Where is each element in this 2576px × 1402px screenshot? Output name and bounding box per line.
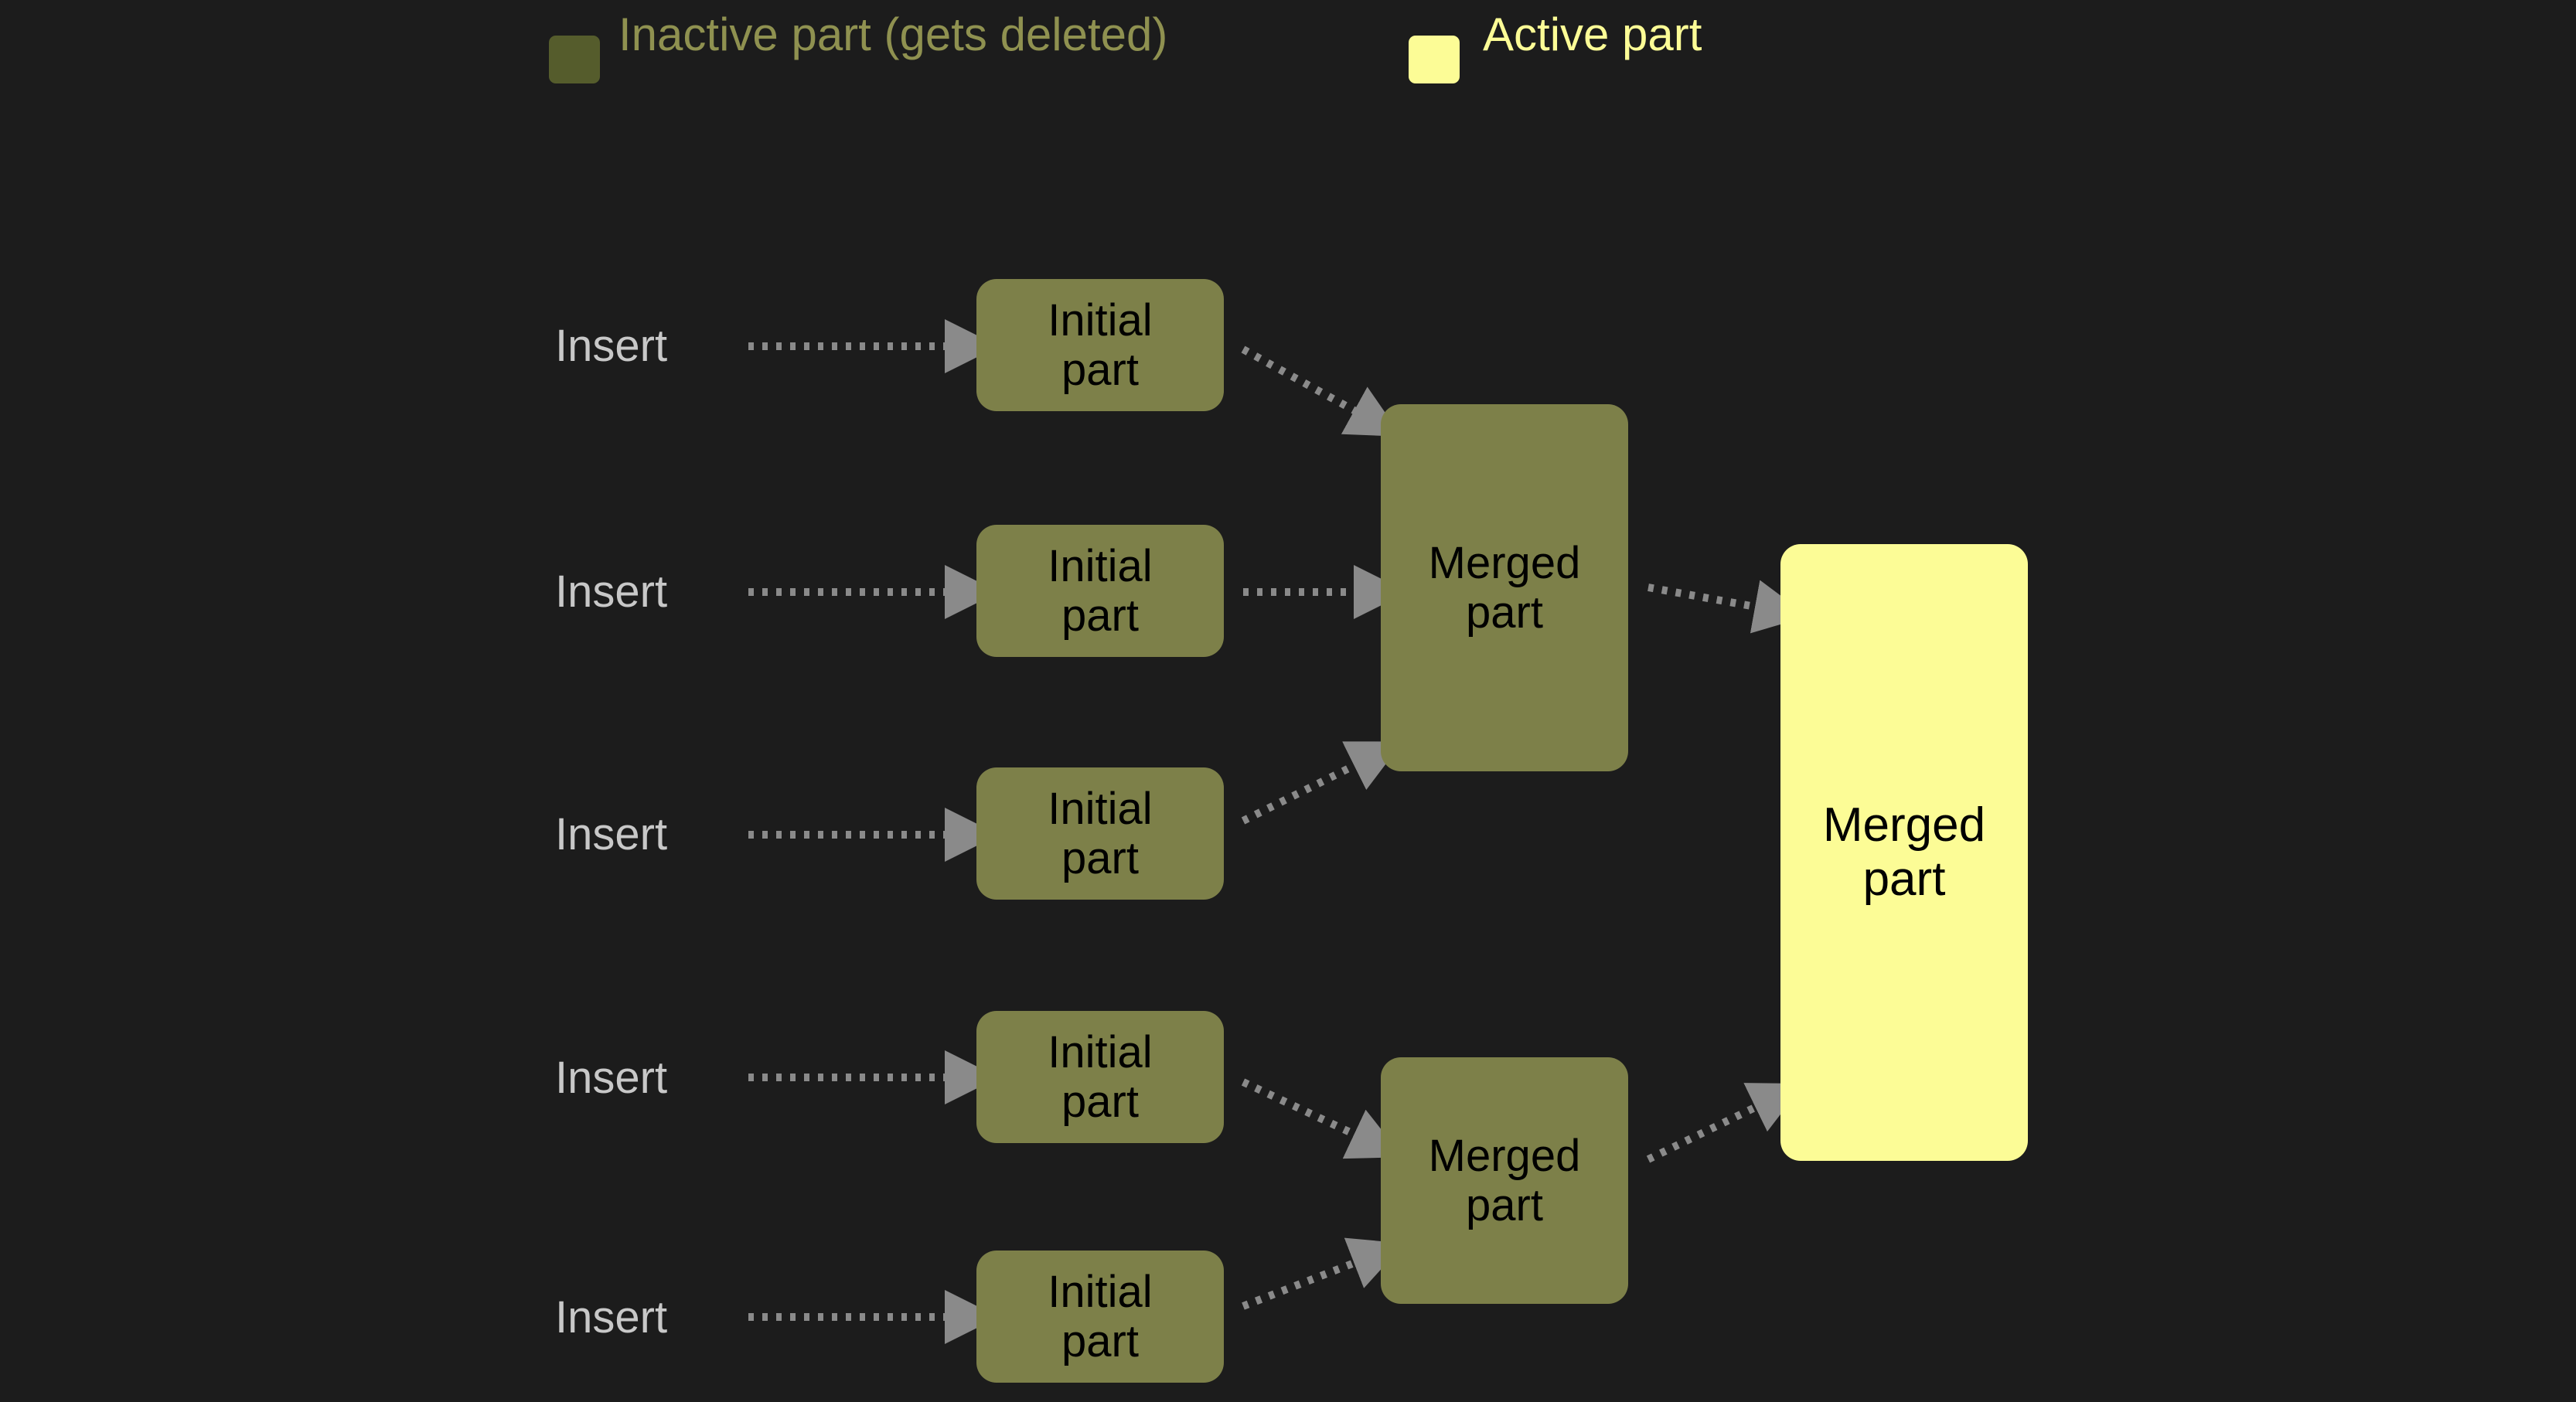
node-merged-part-active-line1: Merged: [1822, 798, 1986, 852]
insert-label-3: Insert: [555, 809, 668, 859]
node-merged-part-bottom: Merged part: [1381, 1057, 1628, 1304]
node-merged-part-bottom-line2: part: [1466, 1179, 1543, 1230]
node-initial-part-5: Initial part: [976, 1251, 1224, 1383]
legend-swatch-active-part: [1409, 36, 1460, 83]
node-initial-part-5-line1: Initial: [1048, 1266, 1153, 1317]
edge-initial-3-to-merged-top: [1241, 741, 1403, 825]
node-initial-part-3: Initial part: [976, 767, 1224, 900]
node-initial-part-1-line1: Initial: [1048, 294, 1153, 345]
node-initial-part-4: Initial part: [976, 1011, 1224, 1143]
node-merged-part-top-line2: part: [1466, 587, 1543, 638]
node-merged-part-top: Merged part: [1381, 404, 1628, 771]
legend-swatch-inactive-part: [549, 36, 600, 83]
edge-merged-bottom-to-merged-active: [1646, 1083, 1804, 1163]
node-initial-part-2: Initial part: [976, 525, 1224, 657]
node-initial-part-4-line2: part: [1061, 1076, 1139, 1127]
edge-merged-top-to-merged-active: [1647, 580, 1808, 634]
insert-label-1: Insert: [555, 321, 668, 371]
node-merged-part-bottom-line1: Merged: [1428, 1130, 1581, 1181]
node-merged-part-active-line2: part: [1862, 852, 1946, 906]
node-initial-part-1: Initial part: [976, 279, 1224, 411]
node-initial-part-5-line2: part: [1061, 1315, 1139, 1366]
node-initial-part-2-line2: part: [1061, 590, 1139, 641]
edge-initial-5-to-merged-bottom: [1242, 1237, 1405, 1310]
edge-initial-1-to-merged-top: [1241, 345, 1402, 437]
insert-label-4: Insert: [555, 1053, 668, 1103]
node-initial-part-1-line2: part: [1061, 344, 1139, 395]
edge-initial-4-to-merged-bottom: [1241, 1078, 1403, 1159]
insert-label-2: Insert: [555, 567, 668, 617]
legend-label-active-part: Active part: [1483, 9, 1702, 60]
node-initial-part-3-line1: Initial: [1048, 783, 1153, 834]
legend-label-inactive-part: Inactive part (gets deleted): [618, 9, 1168, 60]
node-initial-part-3-line2: part: [1061, 832, 1139, 883]
node-initial-part-4-line1: Initial: [1048, 1026, 1153, 1077]
node-merged-part-top-line1: Merged: [1428, 537, 1581, 588]
node-merged-part-active: Merged part: [1780, 544, 2028, 1161]
node-initial-part-2-line1: Initial: [1048, 540, 1153, 591]
insert-label-5: Insert: [555, 1292, 668, 1342]
